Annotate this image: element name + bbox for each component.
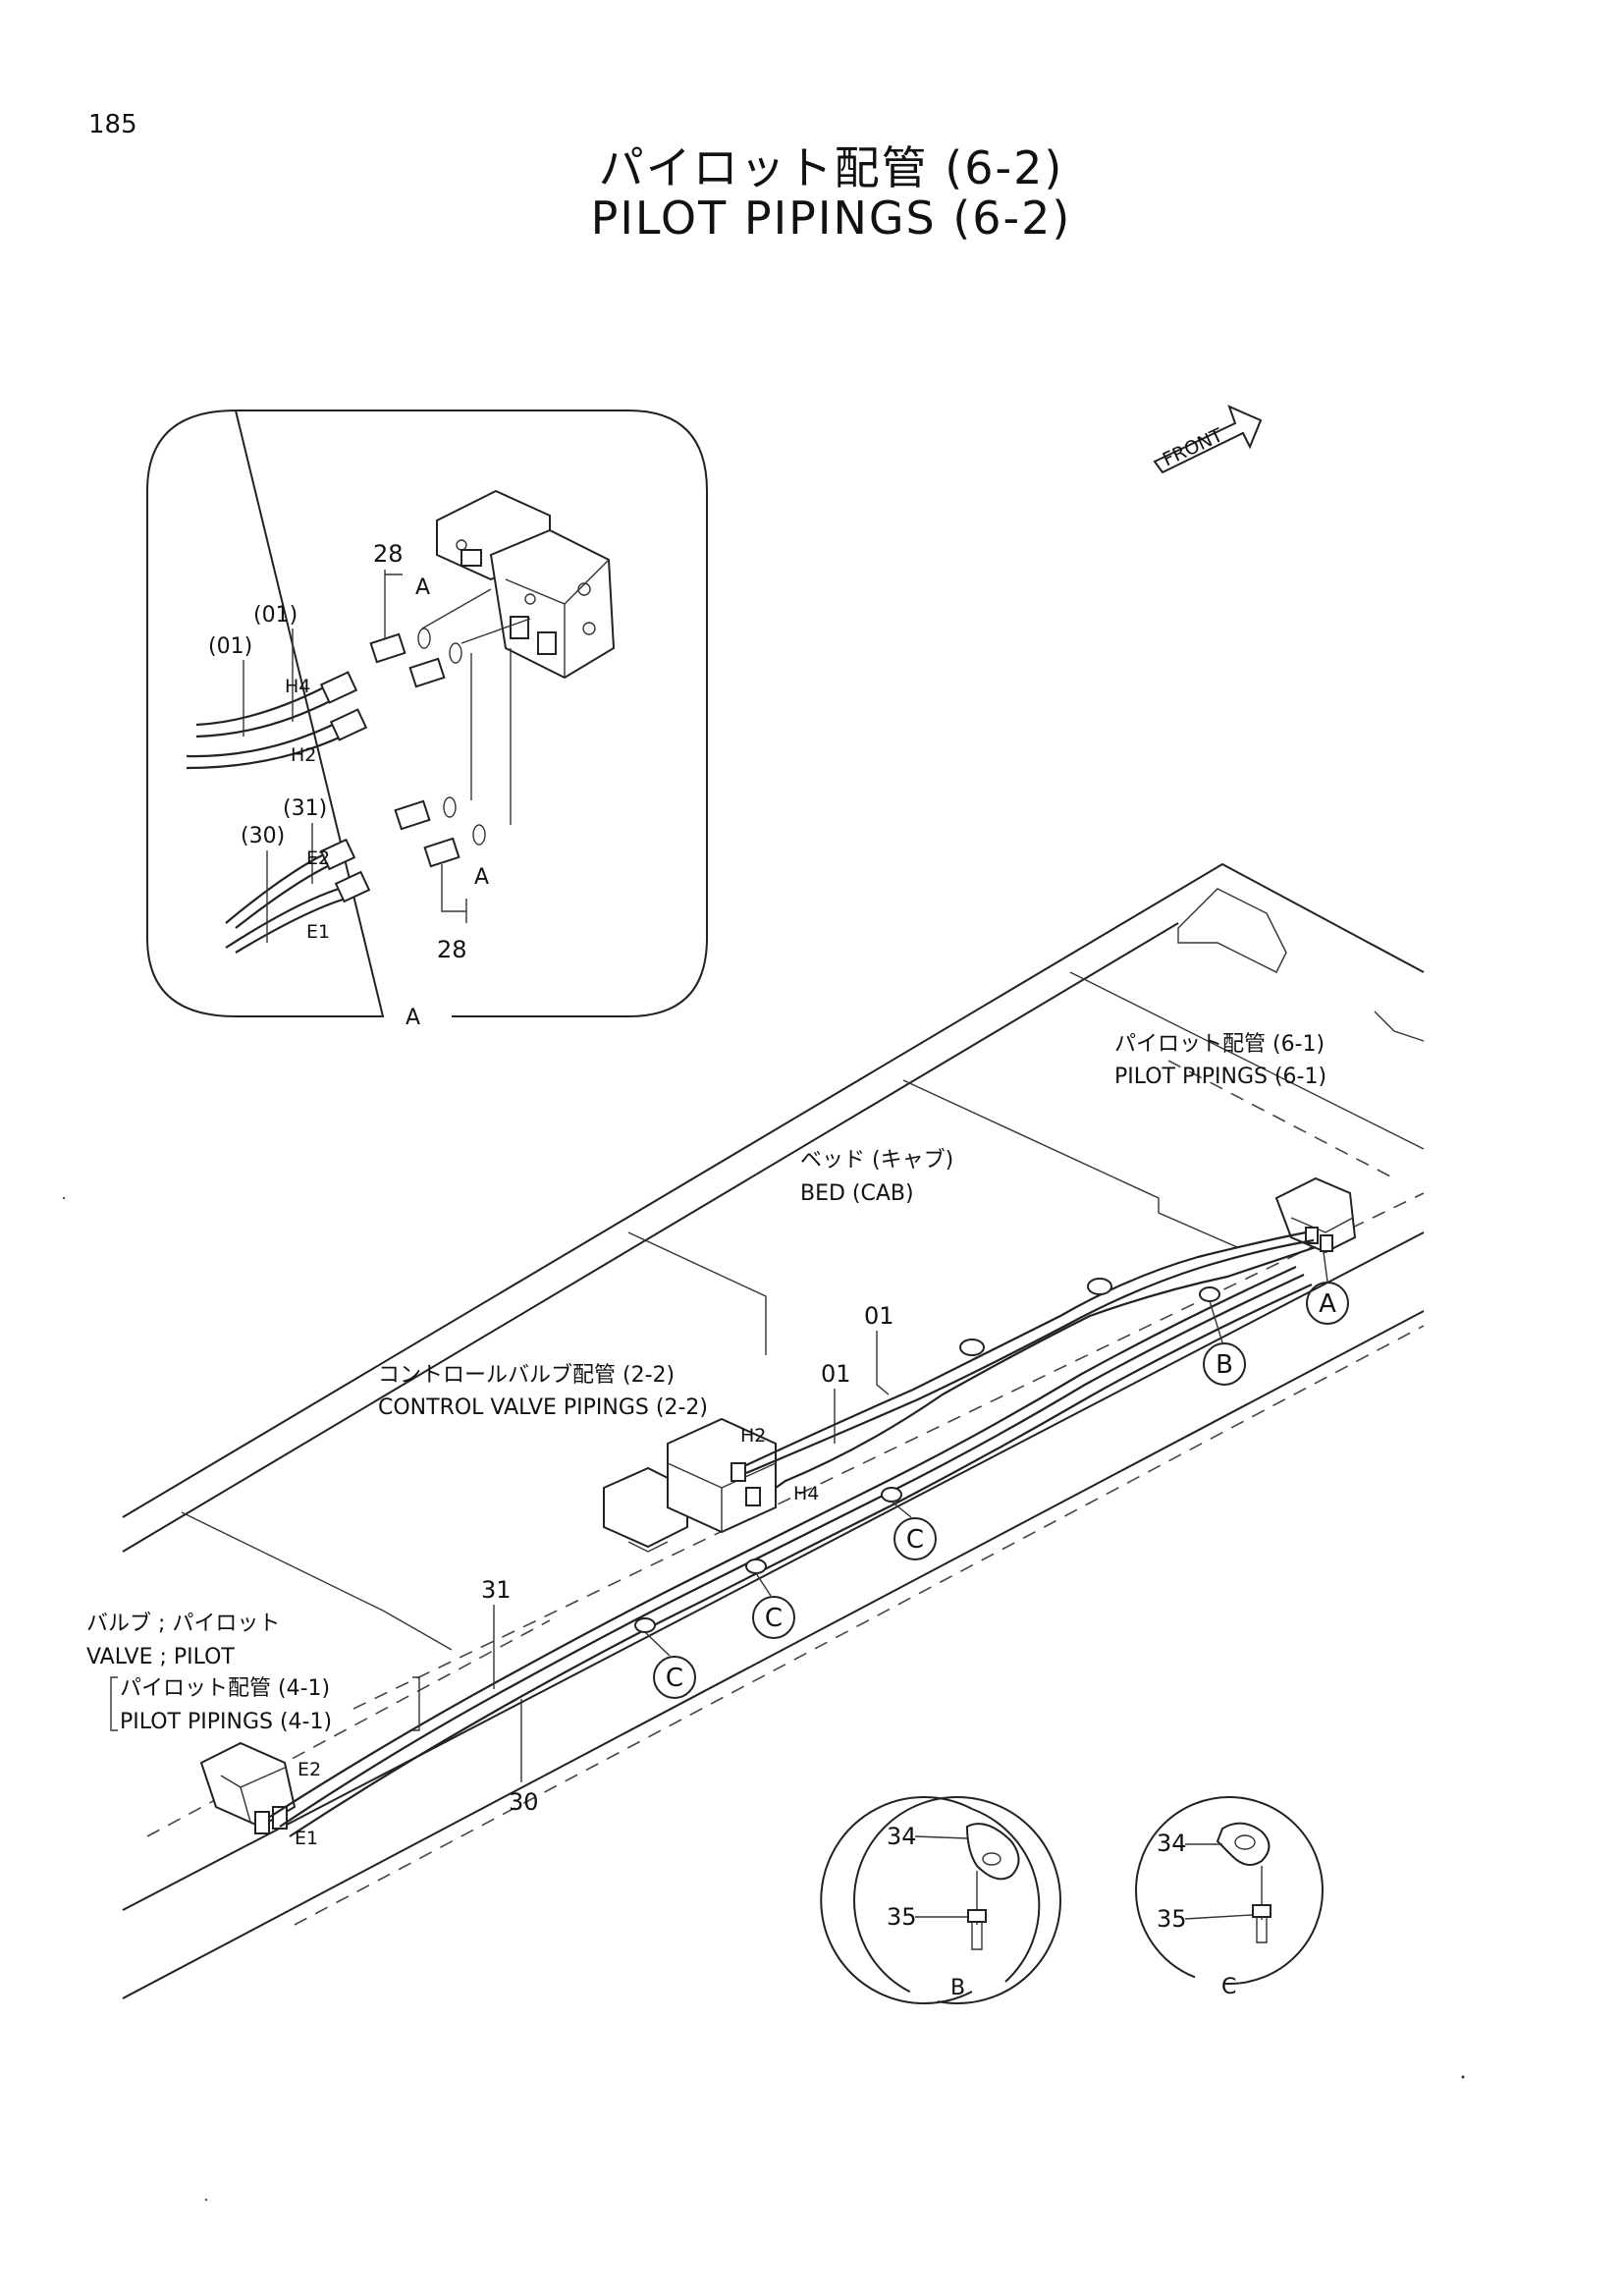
callout-c-1: C [891, 1501, 937, 1560]
svg-text:C: C [666, 1664, 683, 1693]
svg-text:C: C [765, 1604, 783, 1633]
detail-b: B 34 35 [820, 1796, 1061, 2004]
callout-c-3: C [644, 1631, 696, 1699]
label-h4: H4 [285, 676, 310, 697]
main-frame: パイロット配管 (6-1) PILOT PIPINGS (6-1) ベッド (キ… [86, 862, 1425, 1999]
control-valve [603, 1417, 777, 1553]
part-label-31: 31 [481, 1576, 512, 1604]
ref-pilot-6-1-jp: パイロット配管 (6-1) [1114, 1032, 1325, 1057]
front-arrow: FRONT [1153, 405, 1263, 474]
callout-a: A [1306, 1251, 1349, 1325]
detail-b-label-35: 35 [887, 1903, 917, 1931]
adapters-28 [369, 628, 486, 868]
label-e1: E1 [306, 921, 330, 943]
bed-cab-en: BED (CAB) [800, 1181, 914, 1206]
callout-c-2: C [752, 1572, 795, 1639]
o-ring [443, 796, 457, 818]
label-28-bottom: 28 [437, 936, 467, 963]
control-valve-jp: コントロールバルブ配管 (2-2) [378, 1363, 675, 1388]
o-ring [417, 628, 431, 649]
part-label-30: 30 [509, 1788, 539, 1816]
label-e2: E2 [306, 847, 330, 869]
part-label-e2: E2 [298, 1759, 321, 1780]
page-title-en: PILOT PIPINGS (6-2) [590, 191, 1072, 245]
clamps [634, 1278, 1220, 1633]
valve-pilot-en: VALVE ; PILOT [86, 1645, 235, 1669]
front-arrow-label: FRONT [1160, 424, 1226, 471]
detail-c-frame-label: C [1221, 1975, 1236, 1999]
pilot-valve-block [436, 489, 616, 680]
page-number: 185 [88, 110, 137, 139]
o-ring [472, 824, 486, 846]
part-label-h2: H2 [740, 1425, 766, 1447]
label-31: (31) [283, 796, 327, 821]
part-label-h4: H4 [793, 1483, 819, 1504]
label-30: (30) [241, 824, 285, 848]
control-valve-en: CONTROL VALVE PIPINGS (2-2) [378, 1395, 708, 1420]
ref-pilot-4-1-jp: パイロット配管 (4-1) [120, 1676, 330, 1701]
callout-b: B [1203, 1300, 1246, 1386]
label-01-upper: (01) [253, 603, 298, 628]
detail-a: A [146, 409, 708, 1030]
label-01-lower: (01) [208, 634, 252, 659]
detail-b-label-34: 34 [887, 1823, 917, 1850]
svg-text:C: C [906, 1525, 924, 1555]
label-a-bottom: A [474, 865, 489, 890]
bed-cab-jp: ベッド (キャブ) [800, 1148, 953, 1173]
part-label-01-b: 01 [821, 1360, 851, 1388]
ref-pilot-4-1-en: PILOT PIPINGS (4-1) [120, 1710, 332, 1734]
detail-c-label-35: 35 [1157, 1905, 1187, 1933]
part-label-01-a: 01 [864, 1302, 894, 1330]
svg-text:B: B [1216, 1350, 1233, 1380]
label-h2: H2 [291, 744, 316, 766]
part-label-e1: E1 [295, 1828, 318, 1849]
detail-a-frame [146, 409, 708, 1017]
detail-a-frame-label: A [406, 1006, 420, 1030]
hoses-detail-a [186, 671, 371, 954]
detail-b-frame-label: B [950, 1976, 965, 2000]
pilot-valve-upper [1274, 1176, 1357, 1254]
detail-c-label-34: 34 [1157, 1830, 1187, 1857]
pilot-valve-lower [199, 1741, 297, 1834]
ref-pilot-6-1-en: PILOT PIPINGS (6-1) [1114, 1065, 1326, 1089]
o-ring [449, 642, 462, 664]
page-title-jp: パイロット配管 (6-2) [598, 141, 1064, 194]
valve-pilot-jp: バルブ ; パイロット [86, 1612, 280, 1636]
svg-text:A: A [1319, 1289, 1336, 1319]
detail-c: C 34 35 [1135, 1796, 1324, 1999]
label-28-top: 28 [373, 540, 404, 568]
label-a-top: A [415, 575, 430, 600]
pilot-hoses-main [269, 1230, 1317, 1837]
